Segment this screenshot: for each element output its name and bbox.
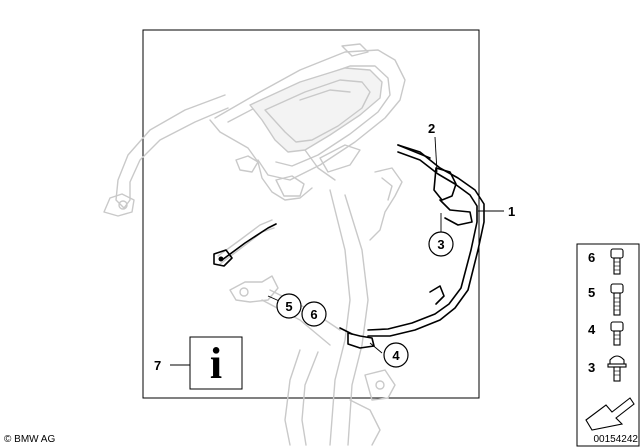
callout-6: 6 bbox=[310, 307, 317, 322]
callout-5-bubble: 5 bbox=[276, 293, 302, 319]
callout-3-bubble: 3 bbox=[428, 231, 454, 257]
hex-socket-bolt-icon bbox=[610, 321, 624, 346]
flange-bolt-icon bbox=[607, 355, 627, 382]
ghost-strap bbox=[217, 219, 275, 265]
ghost-grab-handle bbox=[103, 94, 229, 217]
callout-4: 4 bbox=[392, 348, 400, 363]
fastener-legend: 6 5 4 3 bbox=[576, 243, 640, 447]
ghost-rear-rack bbox=[209, 43, 406, 201]
callout-5: 5 bbox=[285, 299, 292, 314]
legend-label-6: 6 bbox=[588, 250, 595, 265]
info-glyph: i bbox=[210, 339, 222, 388]
callout-7: 7 bbox=[154, 358, 161, 373]
callout-2: 2 bbox=[428, 121, 435, 136]
direction-arrow-icon bbox=[585, 397, 635, 431]
callout-6-bubble: 6 bbox=[301, 301, 327, 327]
callout-4-bubble: 4 bbox=[383, 342, 409, 368]
grab-rail-part bbox=[339, 144, 485, 349]
legend-label-4: 4 bbox=[588, 322, 596, 337]
hex-socket-bolt-icon bbox=[610, 248, 624, 275]
callout-3: 3 bbox=[437, 237, 444, 252]
leader-lines bbox=[170, 136, 504, 366]
legend-label-3: 3 bbox=[588, 360, 595, 375]
image-number: 00154242 bbox=[594, 434, 639, 445]
info-icon: i bbox=[189, 336, 243, 390]
hex-socket-bolt-icon bbox=[610, 283, 624, 316]
legend-label-5: 5 bbox=[588, 285, 595, 300]
copyright-text: © BMW AG bbox=[4, 434, 55, 445]
callout-1: 1 bbox=[508, 204, 515, 219]
strap-part bbox=[213, 223, 277, 267]
diagram-frame bbox=[142, 29, 480, 399]
